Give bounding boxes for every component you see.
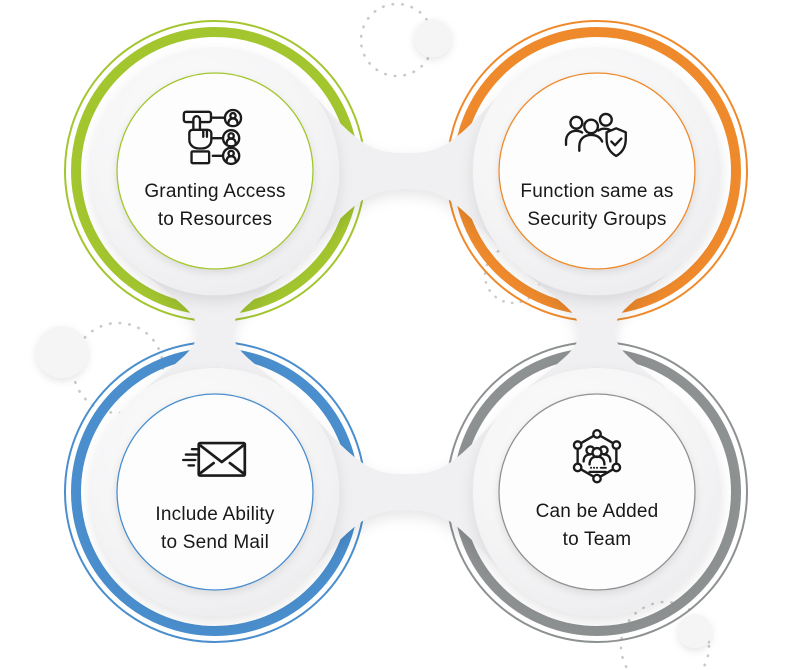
connector-left bbox=[127, 259, 303, 404]
background-decorations bbox=[36, 2, 712, 670]
connector-top bbox=[303, 83, 509, 259]
send-mail-inner-circle bbox=[116, 393, 314, 591]
connector-right bbox=[509, 259, 685, 404]
blob-decoration-bottom-right bbox=[678, 614, 712, 648]
added-to-team-inner-circle bbox=[498, 393, 696, 591]
security-groups-inner-circle bbox=[498, 72, 696, 270]
granting-access-inner-circle bbox=[116, 72, 314, 270]
blob-decoration-top bbox=[414, 19, 452, 57]
blob-decoration-left bbox=[36, 326, 88, 378]
node-connectors bbox=[127, 83, 685, 580]
connector-bottom bbox=[303, 404, 509, 580]
dotted-circle-decoration-bottom-right bbox=[619, 600, 711, 670]
node-inner-circles bbox=[116, 72, 696, 591]
